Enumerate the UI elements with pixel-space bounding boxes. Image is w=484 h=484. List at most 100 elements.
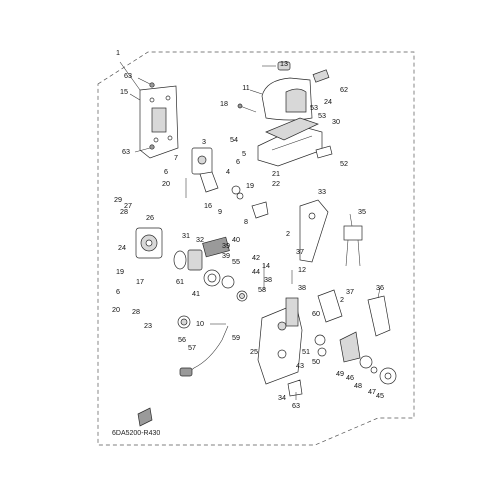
callout-36: 36 <box>376 283 384 292</box>
callout-9: 9 <box>218 207 222 216</box>
lever-8 <box>251 201 269 219</box>
callout-59: 59 <box>232 333 240 342</box>
assembly-boundary <box>97 51 415 446</box>
callout-3: 3 <box>202 137 206 146</box>
callout-2: 2 <box>340 295 344 304</box>
mounting-plate <box>139 85 179 159</box>
main-housing <box>257 297 303 385</box>
bracket-34 <box>287 379 303 397</box>
part-4-16 <box>231 185 244 200</box>
callout-61: 61 <box>176 277 184 286</box>
leader-lines <box>119 61 381 400</box>
callout-28: 28 <box>132 307 140 316</box>
callout-16: 16 <box>204 201 212 210</box>
callout-1: 1 <box>116 48 120 57</box>
callout-46: 46 <box>346 373 354 382</box>
gear-bracket <box>135 227 163 259</box>
warning-label-icon <box>137 407 153 427</box>
callout-40: 40 <box>232 235 240 244</box>
callout-32: 32 <box>196 235 204 244</box>
callout-2: 2 <box>286 229 290 238</box>
callout-31: 31 <box>182 231 190 240</box>
bolt-63b <box>134 144 155 153</box>
callout-45: 45 <box>376 391 384 400</box>
callout-10: 10 <box>196 319 204 328</box>
callout-35: 35 <box>358 207 366 216</box>
callout-11: 11 <box>242 83 249 92</box>
callout-20: 20 <box>112 305 120 314</box>
bolt-63a <box>137 77 155 88</box>
callout-48: 48 <box>354 381 362 390</box>
callout-57: 57 <box>188 343 196 352</box>
callout-29: 29 <box>114 195 122 204</box>
callout-34: 34 <box>278 393 286 402</box>
part-62 <box>312 69 330 83</box>
callout-15: 15 <box>120 87 128 96</box>
callout-63: 63 <box>122 147 130 156</box>
washers-right <box>339 331 397 385</box>
friction-parts <box>173 236 230 271</box>
callout-38: 38 <box>264 275 272 284</box>
callout-42: 42 <box>252 253 260 262</box>
handle-cover <box>261 61 313 121</box>
callout-28: 28 <box>120 207 128 216</box>
callout-7: 7 <box>174 153 178 162</box>
callout-47: 47 <box>368 387 376 396</box>
callout-19: 19 <box>246 181 254 190</box>
ring-39-55 <box>203 269 248 302</box>
callout-33: 33 <box>318 187 326 196</box>
lever-arm-33 <box>299 199 329 263</box>
callout-63: 63 <box>124 71 132 80</box>
callout-50: 50 <box>312 357 320 366</box>
callout-24: 24 <box>324 97 332 106</box>
bolt-18 <box>237 103 257 113</box>
callout-22: 22 <box>272 179 280 188</box>
callout-38: 38 <box>298 283 306 292</box>
callout-52: 52 <box>340 159 348 168</box>
part-52 <box>315 145 333 159</box>
callout-18: 18 <box>220 99 228 108</box>
callout-19: 19 <box>116 267 124 276</box>
callout-37: 37 <box>296 247 304 256</box>
callout-39: 39 <box>222 251 230 260</box>
callout-8: 8 <box>244 217 248 226</box>
callout-60: 60 <box>312 309 320 318</box>
callout-58: 58 <box>258 285 266 294</box>
callout-6: 6 <box>236 157 240 166</box>
callout-30: 30 <box>332 117 340 126</box>
callout-44: 44 <box>252 267 260 276</box>
part-35 <box>343 225 363 267</box>
callout-12: 12 <box>298 265 306 274</box>
base-plate <box>257 117 323 167</box>
callout-4: 4 <box>226 167 230 176</box>
callout-53: 53 <box>318 111 326 120</box>
callout-6: 6 <box>164 167 168 176</box>
callout-6: 6 <box>116 287 120 296</box>
lever-60 <box>317 289 343 323</box>
callout-56: 56 <box>178 335 186 344</box>
callout-51: 51 <box>302 347 310 356</box>
part-51-50 <box>314 334 327 357</box>
wiring-harness <box>177 315 229 377</box>
callout-41: 41 <box>192 289 200 298</box>
callout-14: 14 <box>262 261 270 270</box>
callout-23: 23 <box>144 321 152 330</box>
callout-21: 21 <box>272 169 280 178</box>
callout-27: 27 <box>124 201 132 210</box>
callout-20: 20 <box>162 179 170 188</box>
callout-5: 5 <box>242 149 246 158</box>
callout-63: 63 <box>292 401 300 410</box>
callout-24: 24 <box>118 243 126 252</box>
diagram-code: 6DA5200-R430 <box>112 430 160 437</box>
callout-25: 25 <box>250 347 258 356</box>
callout-53: 53 <box>310 103 318 112</box>
callout-49: 49 <box>336 369 344 378</box>
callout-54: 54 <box>230 135 238 144</box>
lever-36 <box>367 295 391 337</box>
callout-17: 17 <box>136 277 144 286</box>
callout-55: 55 <box>232 257 240 266</box>
callout-62: 62 <box>340 85 348 94</box>
